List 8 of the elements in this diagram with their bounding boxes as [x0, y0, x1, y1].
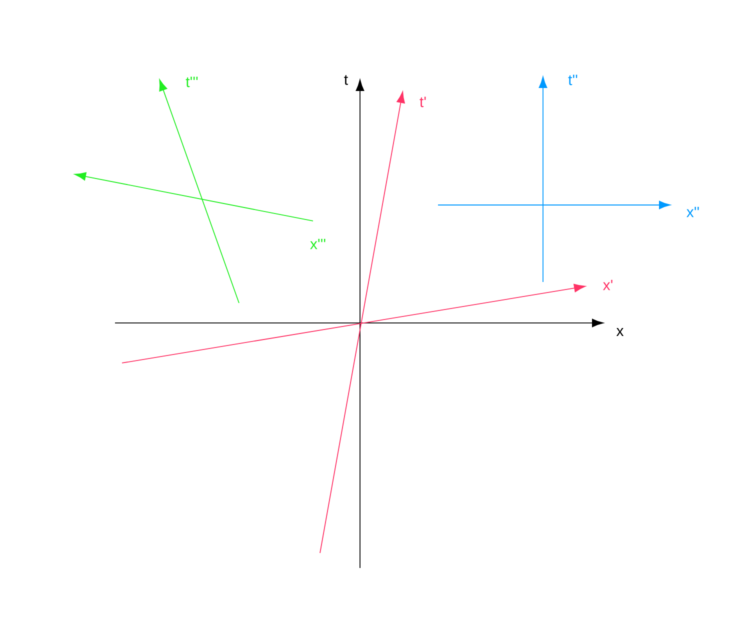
axis-label: x — [616, 328, 624, 336]
axis-label: x'' — [686, 206, 699, 218]
axis-label: x' — [603, 280, 612, 290]
axis-label: t''' — [186, 76, 198, 88]
axis-label: t — [344, 75, 348, 85]
axis-label: t' — [420, 96, 426, 108]
axis-label: t'' — [568, 74, 578, 86]
axis-label: x''' — [310, 238, 326, 250]
